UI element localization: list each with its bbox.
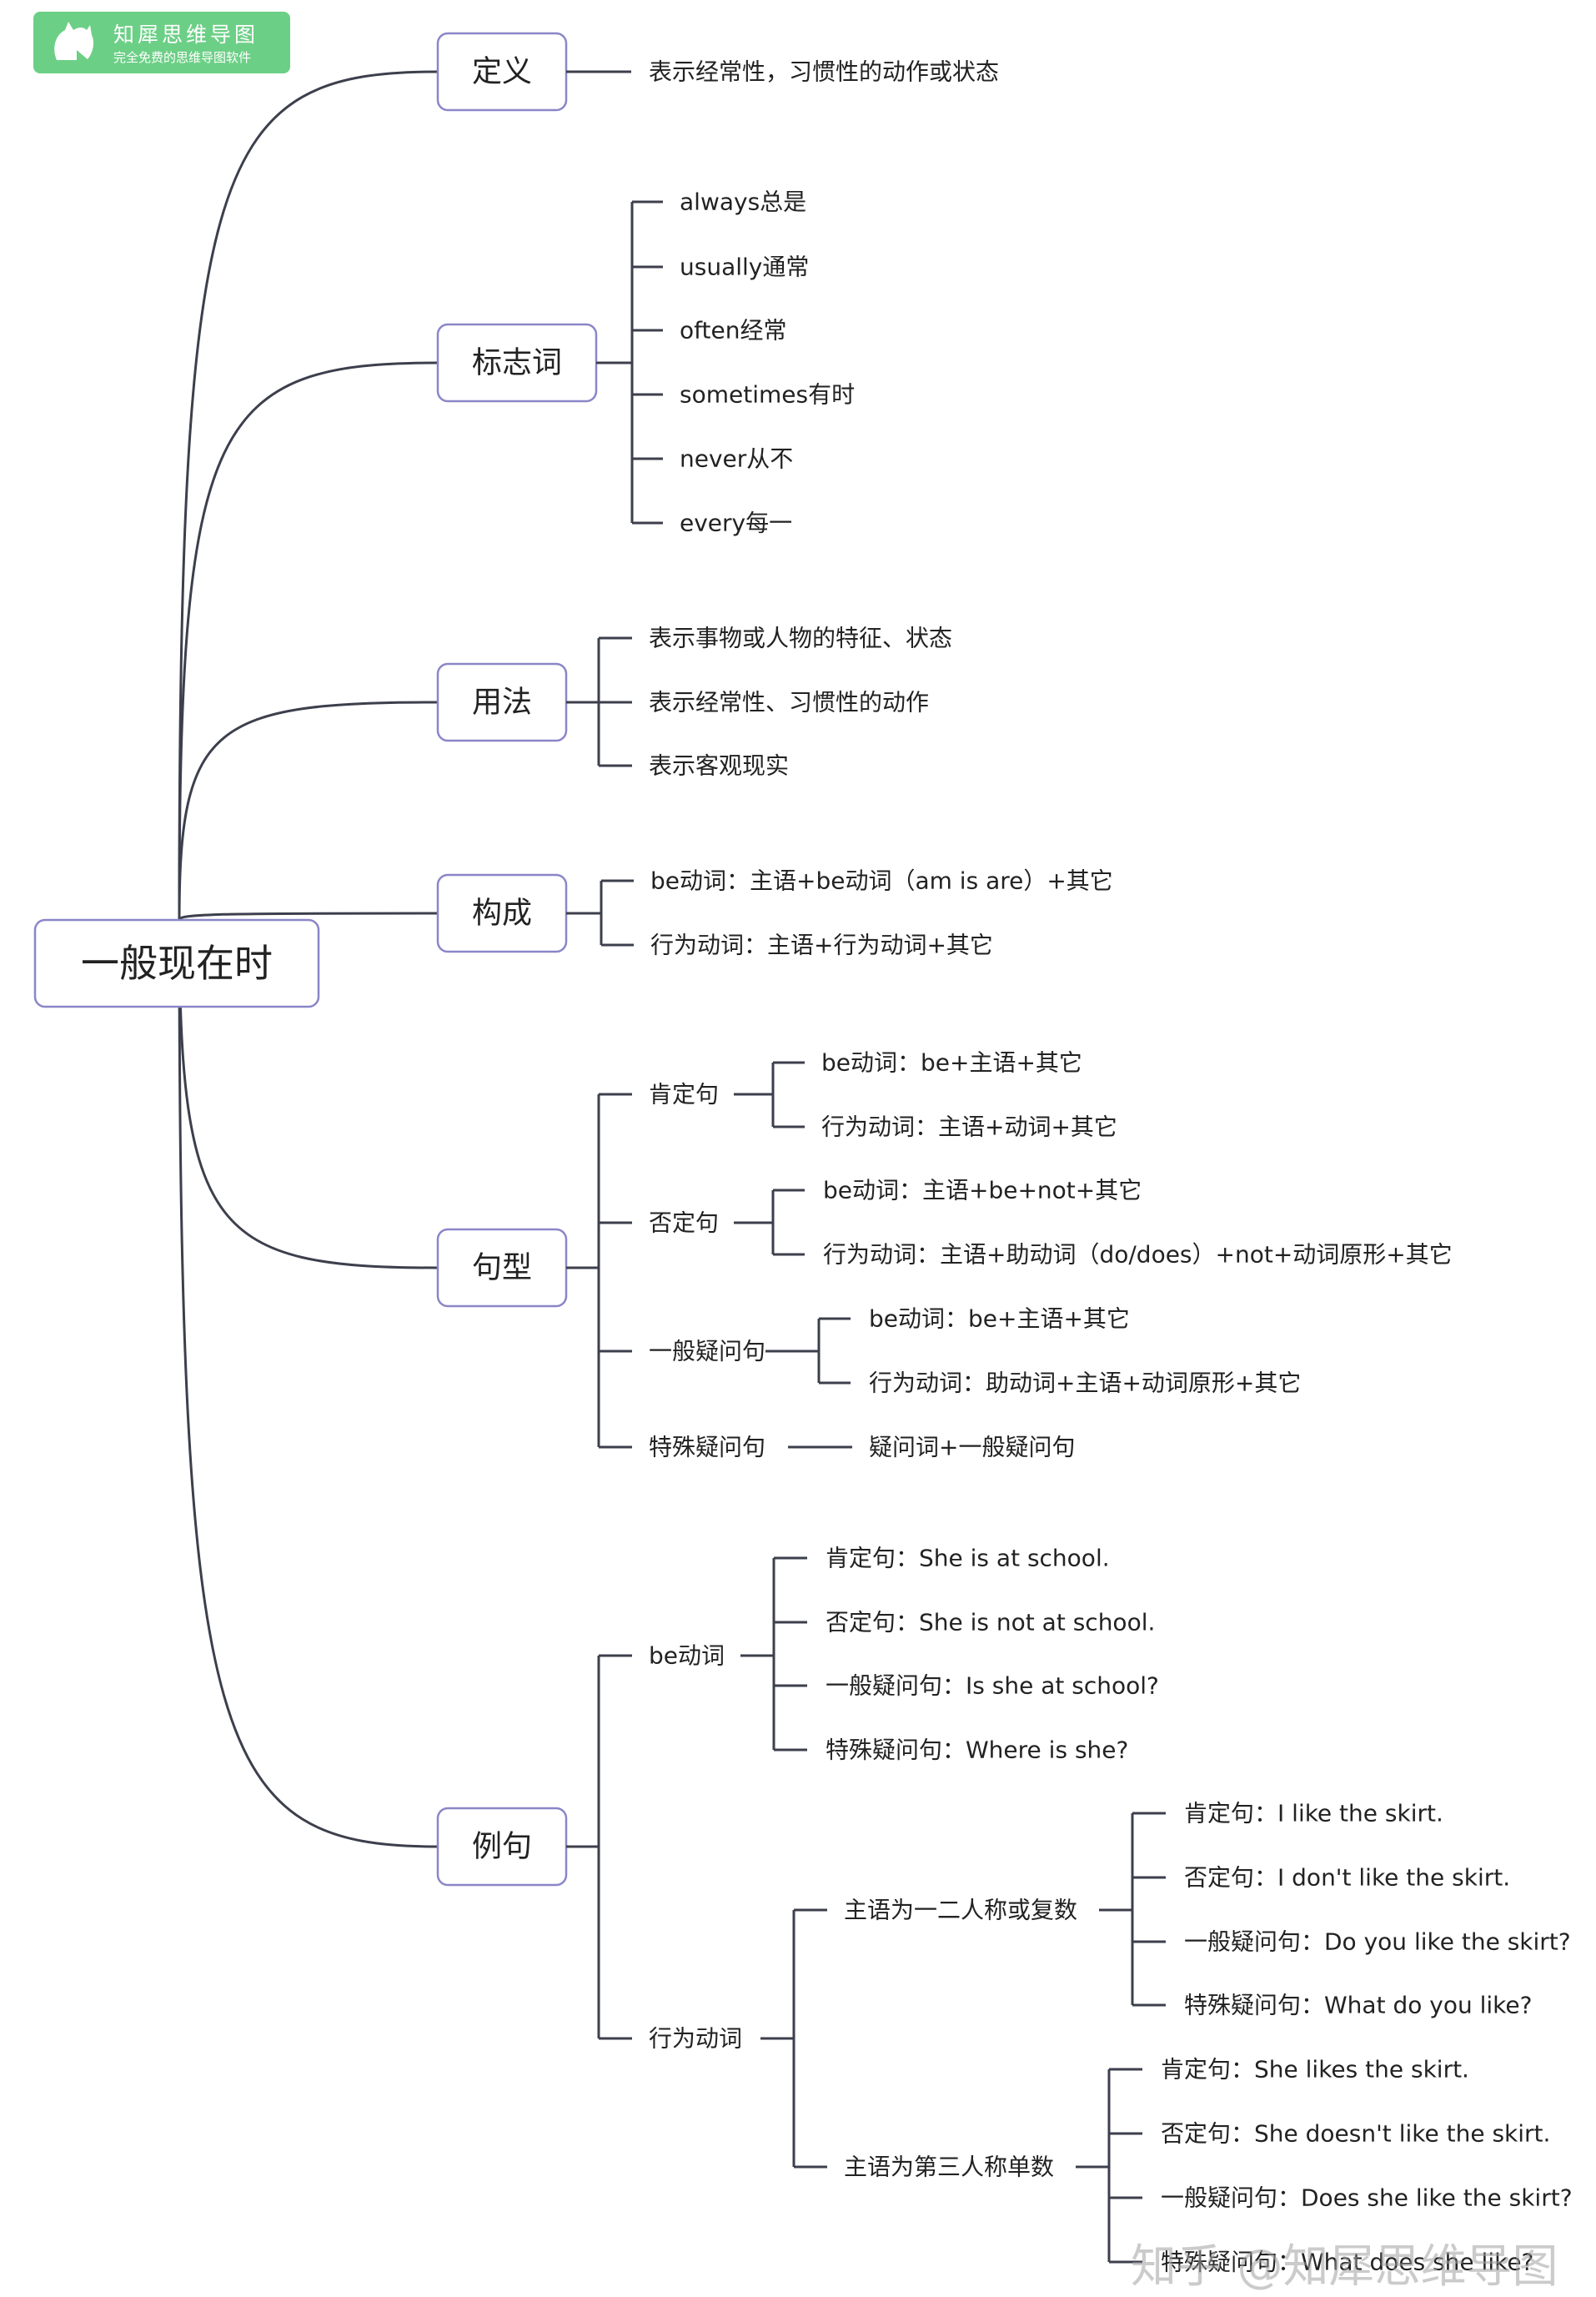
branch-5-group-1: 主语为第三人称单数 [844,2154,1054,2181]
branch-5-group-1-item-0: 肯定句：She likes the skirt. [1161,2056,1469,2083]
branch-1-item-4: never从不 [680,445,793,473]
branch-5-group-0-item-2: 一般疑问句：Do you like the skirt? [1184,1928,1571,1956]
branch-2-item-1: 表示经常性、习惯性的动作 [649,689,929,716]
branch-5-sub-0-item-1: 否定句：She is not at school. [826,1609,1155,1636]
branch-4-sub-1: 否定句 [649,1209,719,1237]
branch-3-node: 构成 [472,897,532,931]
root-to-branch-curve [178,70,439,921]
branch-4-sub-3-item-0: 疑问词+一般疑问句 [869,1434,1075,1461]
branch-5-group-0: 主语为一二人称或复数 [844,1897,1077,1924]
branch-4-sub-2-item-1: 行为动词：助动词+主语+动词原形+其它 [869,1370,1301,1397]
branch-1-node: 标志词 [472,346,562,380]
branch-3-item-0: be动词：主语+be动词（am is are）+其它 [650,867,1113,895]
logo-subtitle: 完全免费的思维导图软件 [113,50,252,65]
root-to-branch-curve [178,701,439,921]
branch-4-sub-2: 一般疑问句 [649,1338,765,1365]
branch-1-item-2: often经常 [680,317,786,344]
app-logo: 知犀思维导图 完全免费的思维导图软件 [33,12,290,73]
branch-5-group-0-item-0: 肯定句：I like the skirt. [1184,1800,1443,1827]
rhino-icon [54,22,93,60]
branch-5-group-1-item-2: 一般疑问句：Does she like the skirt? [1161,2184,1573,2212]
branch-4-sub-2-item-0: be动词：be+主语+其它 [869,1305,1130,1333]
root-to-branch-curve [178,912,439,921]
branch-4-sub-1-item-1: 行为动词：主语+助动词（do/does）+not+动词原形+其它 [823,1241,1453,1269]
branch-5-sub-0: be动词 [649,1642,725,1670]
branch-4-sub-3: 特殊疑问句 [649,1434,765,1461]
branch-1-item-5: every每一 [680,510,792,537]
branch-2-item-2: 表示客观现实 [649,752,789,780]
branch-5-sub-1: 行为动词 [649,2025,742,2053]
branch-5-sub-0-item-0: 肯定句：She is at school. [826,1545,1110,1572]
branch-4-sub-0: 肯定句 [649,1081,719,1108]
branch-5-group-1-item-1: 否定句：She doesn't like the skirt. [1161,2120,1550,2148]
branch-4-sub-1-item-0: be动词：主语+be+not+其它 [823,1177,1142,1204]
branch-0-node: 定义 [472,55,532,89]
branch-1-item-1: usually通常 [680,254,809,281]
branch-5-group-0-item-3: 特殊疑问句：What do you like? [1184,1992,1533,2019]
branch-5-group-0-item-1: 否定句：I don't like the skirt. [1184,1864,1510,1892]
branch-4-sub-0-item-0: be动词：be+主语+其它 [821,1049,1082,1077]
root-node-box[interactable] [33,918,320,1008]
root-to-branch-curve [178,919,439,1848]
root-to-branch-curve [178,919,439,1269]
branch-5-node: 例句 [472,1830,532,1864]
branch-1-item-0: always总是 [680,188,806,216]
branch-1-item-3: sometimes有时 [680,381,855,409]
branch-2-node: 用法 [472,686,532,720]
branch-4-node: 句型 [472,1251,532,1285]
branch-5-sub-0-item-2: 一般疑问句：Is she at school? [826,1672,1159,1700]
watermark: 知乎 @知犀思维导图 [1131,2239,1558,2293]
root-to-branch-curve [178,361,439,921]
branch-0-item-0: 表示经常性，习惯性的动作或状态 [649,58,999,86]
branch-3-item-1: 行为动词：主语+行为动词+其它 [650,932,993,959]
branch-5-sub-0-item-3: 特殊疑问句：Where is she? [826,1737,1128,1764]
branch-5-group-1-item-3: 特殊疑问句：What does she like? [1161,2249,1533,2276]
root-node: 一般现在时 [81,941,273,986]
branch-2-item-0: 表示事物或人物的特征、状态 [649,625,952,652]
branch-4-sub-0-item-1: 行为动词：主语+动词+其它 [821,1113,1117,1141]
logo-title: 知犀思维导图 [113,23,259,47]
